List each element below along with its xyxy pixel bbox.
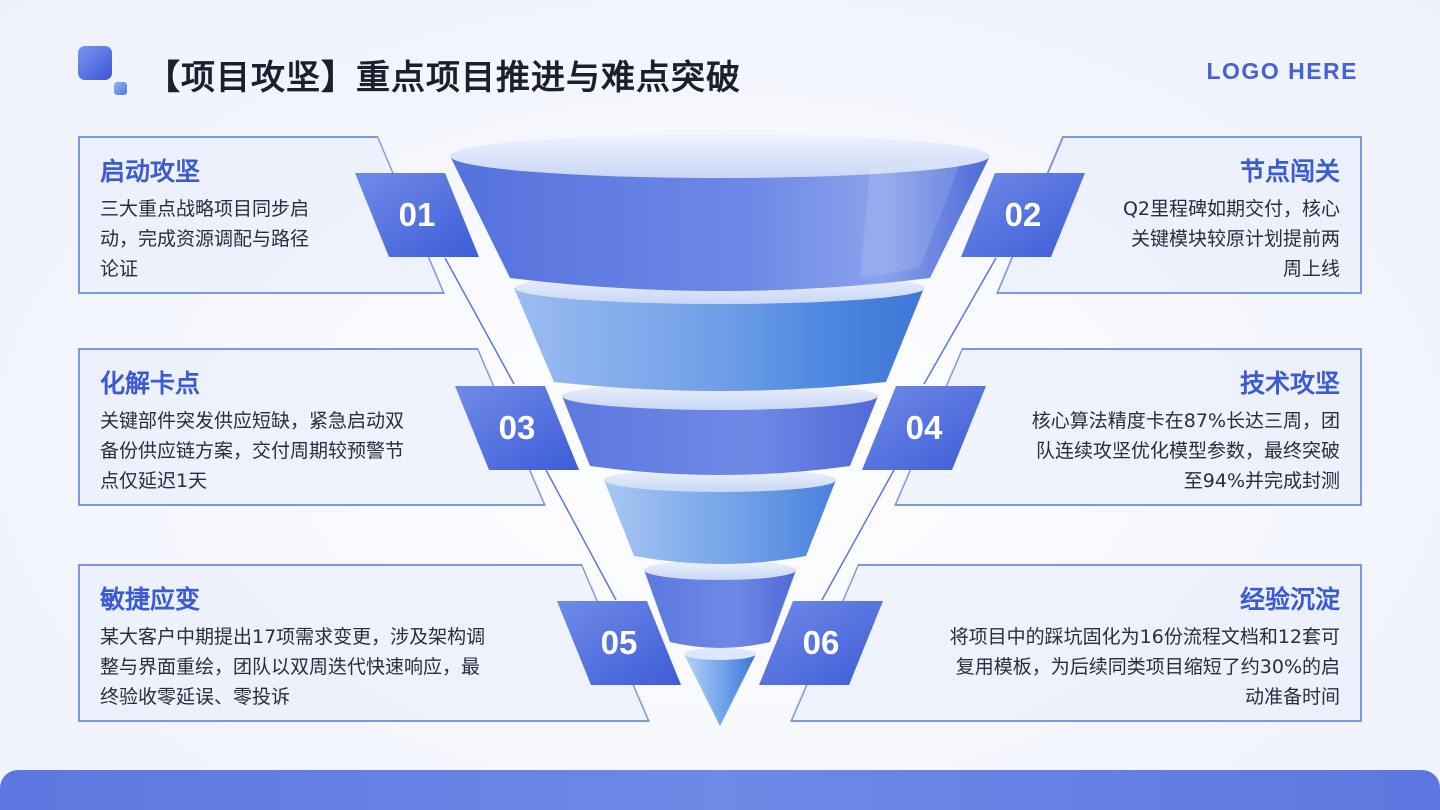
- card-title: 节点闯关: [1239, 157, 1340, 186]
- card-4: 技术攻坚 核心算法精度卡在87%长达三周，团队连续攻坚优化模型参数，最终突破至9…: [894, 348, 1362, 506]
- number-badge-04: 04: [862, 386, 986, 470]
- card-body: 核心算法精度卡在87%长达三周，团队连续攻坚优化模型参数，最终突破至94%并完成…: [1031, 410, 1340, 492]
- card-title: 经验沉淀: [1239, 585, 1340, 614]
- number-badge-01: 01: [355, 173, 479, 257]
- card-title: 技术攻坚: [1239, 369, 1340, 398]
- card-title: 化解卡点: [100, 369, 201, 398]
- funnel-graphic: [450, 134, 990, 726]
- number-badge-02: 02: [961, 173, 1085, 257]
- card-title: 启动攻坚: [100, 157, 201, 186]
- card-6: 经验沉淀 将项目中的踩坑固化为16份流程文档和12套可复用模板，为后续同类项目缩…: [790, 564, 1362, 722]
- number-badge-03: 03: [455, 386, 579, 470]
- card-body: Q2里程碑如期交付，核心关键模块较原计划提前两周上线: [1122, 198, 1340, 280]
- square-logo-icon: [78, 46, 130, 98]
- card-body: 某大客户中期提出17项需求变更，涉及架构调整与界面重绘，团队以双周迭代快速响应，…: [100, 626, 486, 708]
- number-badge-05: 05: [557, 601, 681, 685]
- card-5: 敏捷应变 某大客户中期提出17项需求变更，涉及架构调整与界面重绘，团队以双周迭代…: [78, 564, 650, 722]
- card-3: 化解卡点 关键部件突发供应短缺，紧急启动双备份供应链方案，交付周期较预警节点仅延…: [78, 348, 546, 506]
- number-badge-06: 06: [759, 601, 883, 685]
- card-body: 三大重点战略项目同步启动，完成资源调配与路径论证: [100, 198, 310, 280]
- card-body: 关键部件突发供应短缺，紧急启动双备份供应链方案，交付周期较预警节点仅延迟1天: [100, 410, 405, 492]
- card-title: 敏捷应变: [100, 585, 201, 614]
- logo-placeholder: LOGO HERE: [1206, 58, 1358, 84]
- card-body: 将项目中的踩坑固化为16份流程文档和12套可复用模板，为后续同类项目缩短了约30…: [949, 626, 1340, 708]
- footer-bar: [0, 770, 1440, 810]
- page-title: 【项目攻坚】重点项目推进与难点突破: [146, 58, 741, 98]
